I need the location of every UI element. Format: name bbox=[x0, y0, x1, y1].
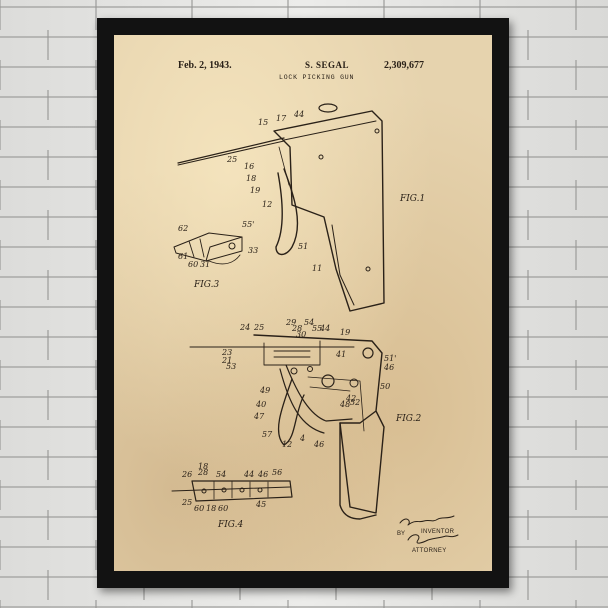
fig3-ref-label: 33 bbox=[248, 246, 258, 255]
fig4-ref-label: 56 bbox=[272, 468, 282, 477]
fig4-ref-label: 44 bbox=[243, 470, 254, 479]
patent-title: LOCK PICKING GUN bbox=[279, 74, 355, 81]
fig2-ref-label: 46 bbox=[313, 440, 324, 449]
fig2-ref-label: 30 bbox=[296, 330, 306, 339]
fig3-ref-label: 61 bbox=[178, 252, 188, 261]
fig1-ref-label: 18 bbox=[246, 174, 256, 183]
fig2-ref-label: 53 bbox=[226, 362, 236, 371]
fig4-ref-label: 18 bbox=[206, 504, 216, 513]
fig1-ref-label: 12 bbox=[262, 200, 272, 209]
fig1-ref-label: 19 bbox=[250, 186, 260, 195]
fig1-caption: FIG.1 bbox=[399, 194, 425, 204]
attorney-signature-scribble bbox=[407, 534, 459, 544]
fig2-ref-label: 40 bbox=[255, 400, 266, 409]
fig1-ref-label: 16 bbox=[244, 162, 254, 171]
fig3-ref-label: 31 bbox=[200, 260, 210, 269]
fig2-ref-label: 21 bbox=[221, 356, 232, 365]
fig2-ref-label: 19 bbox=[340, 328, 350, 337]
fig1-ref-label: 25 bbox=[226, 155, 237, 164]
fig2-ref-label: 4 bbox=[299, 434, 305, 443]
fig4-ref-label: 45 bbox=[255, 500, 266, 509]
inventor-signature-scribble bbox=[399, 515, 455, 526]
fig4-ref-label: 28 bbox=[197, 468, 208, 477]
fig2-ref-label: 52 bbox=[350, 398, 360, 407]
fig1-ref-label: 51 bbox=[298, 242, 308, 251]
fig3-drawing bbox=[173, 232, 243, 265]
fig2-drawing bbox=[189, 334, 385, 520]
inventor-role: INVENTOR bbox=[421, 529, 455, 535]
fig4-ref-label: 18 bbox=[198, 462, 208, 471]
fig2-ref-label: 54 bbox=[304, 318, 314, 327]
fig1-ref-label: 17 bbox=[276, 114, 287, 123]
fig2-ref-label: 28 bbox=[291, 324, 302, 333]
fig4-ref-label: 26 bbox=[181, 470, 192, 479]
fig2-ref-label: 41 bbox=[335, 350, 346, 359]
by-label: BY bbox=[397, 531, 406, 537]
fig2-ref-label: 25 bbox=[253, 323, 264, 332]
fig4-ref-label: 60 bbox=[194, 504, 204, 513]
patent-print: Feb. 2, 1943. S. SEGAL 2,309,677 LOCK PI… bbox=[114, 35, 492, 571]
fig2-ref-label: 57 bbox=[262, 430, 273, 439]
fig4-drawing bbox=[171, 480, 293, 502]
fig2-ref-label: 23 bbox=[221, 348, 232, 357]
fig1-ref-label: 15 bbox=[258, 118, 268, 127]
fig2-ref-label: 49 bbox=[259, 386, 270, 395]
fig1-ref-label: 11 bbox=[312, 264, 322, 273]
fig2-ref-label: 29 bbox=[285, 318, 296, 327]
fig3-caption: FIG.3 bbox=[193, 280, 220, 290]
patent-date: Feb. 2, 1943. bbox=[178, 60, 232, 71]
patent-inventor: S. SEGAL bbox=[305, 60, 350, 70]
fig2-ref-label: 50 bbox=[380, 382, 390, 391]
fig3-ref-label: 60 bbox=[188, 260, 198, 269]
fig2-ref-label: 55 bbox=[312, 324, 322, 333]
fig1-drawing bbox=[177, 103, 385, 312]
fig3-ref-label: 62 bbox=[178, 224, 188, 233]
fig2-caption: FIG.2 bbox=[395, 414, 422, 424]
fig2-ref-label: 48 bbox=[339, 400, 350, 409]
fig4-ref-label: 54 bbox=[216, 470, 226, 479]
attorney-role: ATTORNEY bbox=[412, 548, 447, 554]
fig2-ref-label: 42 bbox=[345, 394, 356, 403]
fig2-ref-label: 12 bbox=[282, 440, 292, 449]
fig4-ref-label: 60 bbox=[218, 504, 228, 513]
fig4-caption: FIG.4 bbox=[217, 520, 244, 530]
fig2-ref-label: 24 bbox=[239, 323, 250, 332]
fig3-ref-label: 55' bbox=[242, 220, 254, 229]
fig2-ref-label: 46 bbox=[383, 363, 394, 372]
patent-number: 2,309,677 bbox=[384, 60, 424, 71]
fig2-ref-label: 47 bbox=[253, 412, 265, 421]
fig4-ref-label: 46 bbox=[257, 470, 268, 479]
fig4-ref-label: 25 bbox=[181, 498, 192, 507]
fig2-ref-label: 44 bbox=[319, 324, 330, 333]
fig1-ref-label: 44 bbox=[293, 110, 304, 119]
fig2-ref-label: 51' bbox=[384, 354, 396, 363]
